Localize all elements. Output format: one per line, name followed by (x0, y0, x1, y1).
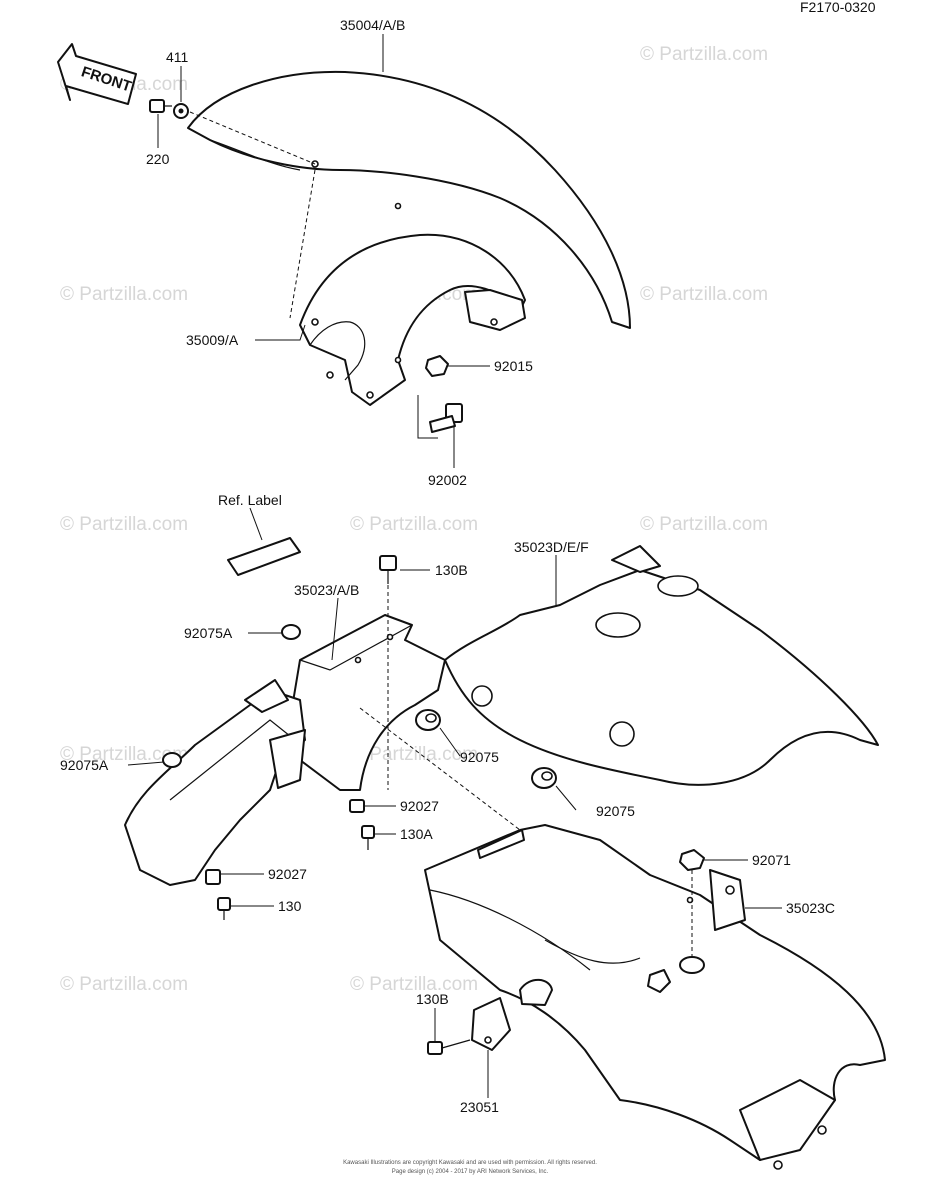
label-92002: 92002 (428, 472, 467, 488)
front-fender (187, 70, 631, 329)
rear-fender-lower (424, 824, 886, 1170)
rear-fender-main (444, 545, 879, 786)
copyright-line-1: Kawasaki Illustrations are copyright Kaw… (343, 1160, 597, 1166)
nut-92015 (425, 355, 449, 377)
bolt-130a (361, 825, 375, 850)
label-92075-1: 92075 (460, 749, 499, 765)
label-35009: 35009/A (186, 332, 239, 348)
label-92075a-2: 92075A (60, 757, 109, 773)
front-fender-bracket (299, 233, 526, 406)
watermark: © Partzilla.com (640, 514, 768, 535)
grommet-92075a (162, 752, 182, 768)
label-92027-1: 92027 (400, 798, 439, 814)
watermark: © Partzilla.com (60, 514, 188, 535)
watermark: © Partzilla.com (60, 744, 188, 765)
watermark: © Partzilla.com (350, 744, 478, 765)
label-411: 411 (166, 49, 189, 65)
nut-92071 (679, 849, 705, 974)
collar-92027 (205, 869, 221, 885)
label-130a: 130A (400, 826, 433, 842)
grommet-92075 (415, 709, 441, 731)
watermark: © Partzilla.com (60, 284, 188, 305)
label-92075-2: 92075 (596, 803, 635, 819)
label-35023c: 35023C (786, 900, 835, 916)
watermark: © Partzilla.com (60, 974, 188, 995)
bolt-130b (427, 1039, 471, 1055)
ref-label-text: Ref. Label (218, 492, 282, 508)
label-130b-top: 130B (435, 562, 468, 578)
ref-label-sticker (227, 537, 301, 576)
label-130b-bottom: 130B (416, 991, 449, 1007)
label-35023def: 35023D/E/F (514, 539, 589, 555)
collar-92027 (349, 799, 365, 813)
fender-mount-ear (519, 978, 553, 1006)
bolt-130 (217, 897, 231, 920)
bolt-130b (379, 555, 397, 584)
grommet-92075 (531, 767, 557, 789)
label-130: 130 (278, 898, 302, 914)
watermark: © Partzilla.com (350, 514, 478, 535)
label-35004: 35004/A/B (340, 17, 405, 33)
label-92027-2: 92027 (268, 866, 307, 882)
label-92071: 92071 (752, 852, 791, 868)
grommet-92075a (281, 624, 301, 640)
label-35023ab: 35023/A/B (294, 582, 359, 598)
bolt-220 (149, 99, 172, 113)
washer-411 (173, 103, 189, 119)
watermark: © Partzilla.com (350, 974, 478, 995)
label-92075a-1: 92075A (184, 625, 233, 641)
rear-fender-front (124, 614, 446, 886)
bolt-92002 (429, 403, 463, 433)
diagram-code: F2170-0320 (800, 0, 876, 15)
copyright-line-2: Page design (c) 2004 - 2017 by ARI Netwo… (392, 1169, 549, 1175)
watermark: © Partzilla.com (640, 44, 768, 65)
label-220: 220 (146, 151, 170, 167)
label-23051: 23051 (460, 1099, 499, 1115)
watermark: © Partzilla.com (640, 284, 768, 305)
front-arrow: FRONT (57, 43, 137, 105)
label-92015: 92015 (494, 358, 533, 374)
clamp-23051 (471, 997, 511, 1051)
